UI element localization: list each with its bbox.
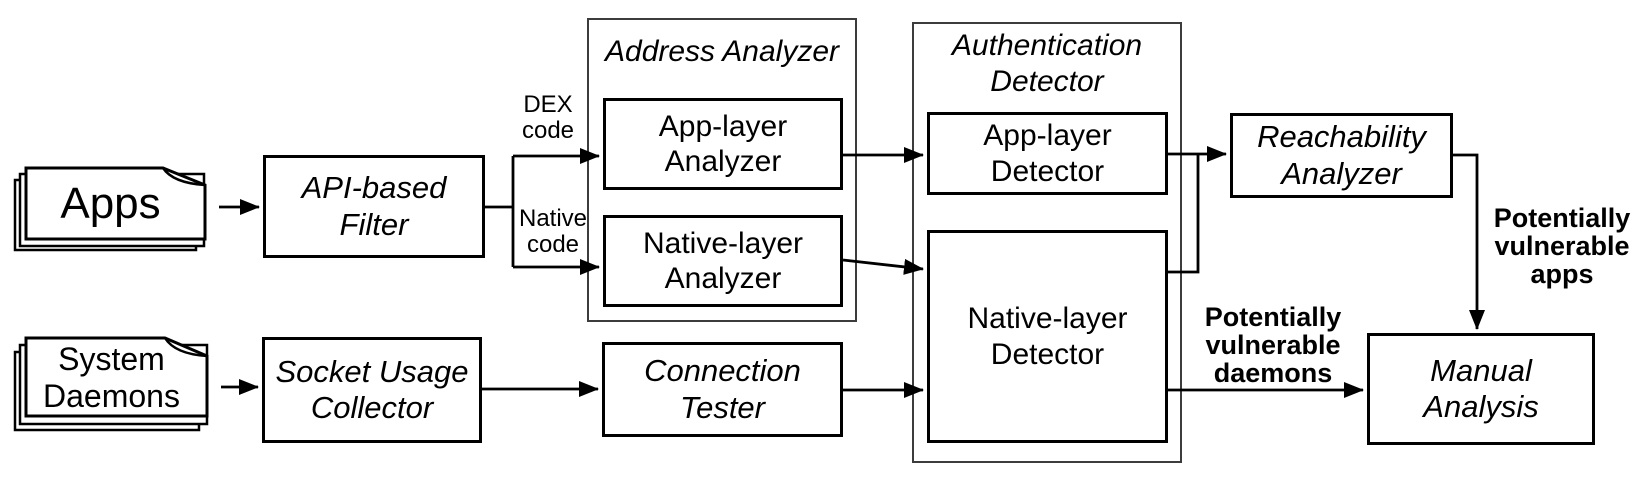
socket-usage-collector-box: Socket Usage Collector — [262, 337, 482, 443]
potentially-vulnerable-apps-label: Potentially vulnerable apps — [1493, 203, 1631, 290]
apps-doc-icon — [13, 166, 207, 252]
system-daemons-doc-icon — [13, 336, 209, 432]
connection-tester-box: Connection Tester — [602, 342, 843, 437]
authentication-detector-title: Authentication Detector — [951, 29, 1143, 98]
connection-tester-label: Connection Tester — [644, 353, 801, 425]
edge-reachability-to-manual — [1452, 153, 1485, 330]
reachability-analyzer-label: Reachability Analyzer — [1257, 119, 1426, 191]
api-based-filter-box: API-based Filter — [263, 155, 485, 258]
manual-analysis-box: Manual Analysis — [1367, 333, 1595, 445]
app-layer-detector-label: App-layer Detector — [983, 119, 1112, 188]
potentially-vulnerable-daemons-label: Potentially vulnerable daemons — [1204, 302, 1342, 389]
app-layer-analyzer-label: App-layer Analyzer — [658, 109, 788, 178]
native-layer-analyzer-label: Native-layer Analyzer — [642, 226, 804, 295]
system-daemons-source: System Daemons — [13, 336, 221, 432]
apps-label: Apps — [60, 179, 161, 228]
reachability-analyzer-box: Reachability Analyzer — [1230, 113, 1453, 198]
address-analyzer-title: Address Analyzer — [605, 35, 839, 68]
api-based-filter-label: API-based Filter — [301, 170, 447, 242]
manual-analysis-label: Manual Analysis — [1423, 352, 1539, 424]
native-layer-analyzer-box: Native-layer Analyzer — [603, 215, 843, 307]
native-code-label: Native code — [518, 205, 588, 258]
app-layer-detector-box: App-layer Detector — [927, 112, 1168, 195]
apps-source: Apps — [13, 166, 219, 252]
dex-code-label: DEX code — [521, 91, 575, 144]
app-layer-analyzer-box: App-layer Analyzer — [603, 98, 843, 190]
native-layer-detector-box: Native-layer Detector — [927, 230, 1168, 443]
address-analyzer-container — [587, 18, 857, 322]
socket-usage-collector-label: Socket Usage Collector — [275, 353, 469, 425]
system-daemons-label: System Daemons — [43, 340, 180, 414]
native-layer-detector-label: Native-layer Detector — [967, 302, 1128, 371]
